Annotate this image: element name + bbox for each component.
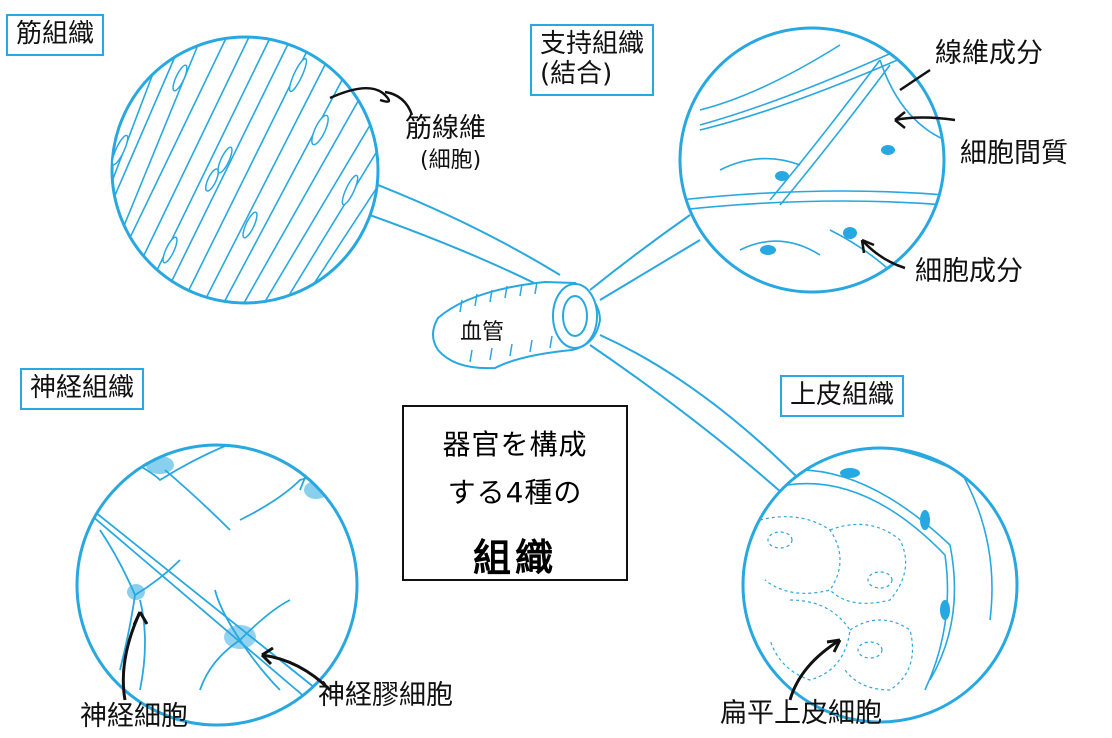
epithelial-title: 上皮組織	[780, 375, 905, 417]
nerve-circle	[75, 443, 359, 727]
support-circle	[678, 26, 956, 294]
cell-comp-pointer	[861, 239, 906, 270]
connector-epi	[599, 334, 801, 481]
glia-pointer	[261, 653, 332, 692]
muscle-circle	[110, 35, 414, 305]
neuron-label: 神経細胞	[80, 701, 188, 732]
matrix-label: 細胞間質	[960, 138, 1068, 169]
support-title: 支持組織 (結合)	[530, 24, 655, 96]
muscle-fiber-sub-label: (細胞)	[420, 148, 482, 173]
muscle-title: 筋組織	[6, 14, 105, 56]
blood-vessel	[432, 280, 602, 370]
center-title-box: 器官を構成 する4種の 組織	[402, 405, 628, 581]
support-title-line2: (結合)	[540, 58, 613, 89]
nerve-title: 神経組織	[20, 368, 145, 410]
connector-muscle-2	[349, 207, 549, 291]
center-title-line1: 器官を構成	[442, 428, 588, 461]
epithelial-circle	[741, 446, 1019, 724]
fiber-comp-pointer	[899, 68, 931, 92]
fiber-component-label: 線維成分	[935, 38, 1043, 69]
muscle-fiber-label: 筋線維	[405, 113, 486, 144]
squamous-label: 扁平上皮細胞	[720, 698, 882, 729]
connector-epi-2	[589, 344, 791, 501]
squamous-pointer	[788, 638, 841, 701]
connector-muscle	[359, 177, 561, 276]
support-title-line1: 支持組織	[540, 29, 645, 59]
center-title-line3: 組織	[472, 536, 557, 580]
muscle-fiber-pointer	[329, 87, 391, 103]
connector-support-2	[599, 239, 701, 301]
connector-support	[589, 214, 691, 291]
matrix-pointer	[894, 116, 956, 122]
vessel-label: 血管	[460, 320, 505, 345]
center-title-line2: する4種の	[447, 476, 583, 509]
glia-label: 神経膠細胞	[318, 680, 453, 711]
connector-lines	[349, 177, 801, 501]
cell-component-label: 細胞成分	[915, 256, 1023, 287]
